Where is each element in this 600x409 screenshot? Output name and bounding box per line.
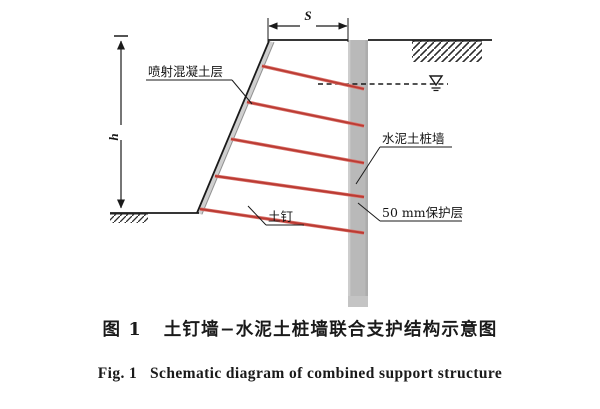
schematic-diagram: S h 喷射混凝土层 土钉 水泥土桩墙 50 mm保护 [106, 8, 492, 307]
soil-nail [246, 100, 365, 128]
soil-nail-group [199, 64, 365, 235]
spacing-dimension: S [267, 8, 349, 42]
pile-wall-left-highlight [348, 40, 351, 307]
leader-line [357, 202, 381, 222]
annotation-protective-layer: 50 mm保护层 [357, 202, 463, 222]
ground-hatch-icon [412, 40, 482, 62]
annotation-soil-nail: 土钉 [247, 205, 304, 226]
shotcrete-outer-edge [201, 41, 275, 215]
soil-nail-label: 土钉 [268, 209, 294, 224]
pile-wall-bottom-fade [348, 296, 368, 307]
soil-nail [230, 137, 365, 165]
shotcrete-face [196, 40, 275, 215]
spacing-dim-label: S [304, 8, 311, 23]
leader-line [247, 205, 267, 226]
figure-caption-english: Fig. 1 Schematic diagram of combined sup… [97, 365, 503, 382]
water-table-triangle [428, 75, 444, 87]
ground-hatch-icon-left [110, 213, 148, 223]
annotation-pile-wall: 水泥土桩墙 [355, 131, 452, 185]
shotcrete-layer-band [197, 41, 275, 215]
figure-caption-chinese: 图 1 土钉墙−水泥土桩墙联合支护结构示意图 [102, 320, 498, 340]
protective-layer-label: 50 mm保护层 [382, 205, 463, 220]
height-dimension: h [106, 35, 128, 209]
shotcrete-inner-edge [196, 40, 270, 214]
shotcrete-layer-label: 喷射混凝土层 [148, 64, 223, 79]
soil-nail [261, 64, 365, 91]
pile-wall-label: 水泥土桩墙 [382, 131, 445, 146]
pile-wall-fill [348, 40, 368, 307]
cement-soil-pile-wall-body [348, 40, 368, 307]
soil-nail [199, 207, 365, 235]
height-dim-label: h [106, 133, 121, 140]
soil-nail [214, 174, 365, 199]
pile-wall-right-shade [365, 40, 368, 307]
annotation-shotcrete-layer: 喷射混凝土层 [146, 64, 253, 105]
leader-line [355, 146, 381, 185]
leader-line [231, 79, 253, 105]
